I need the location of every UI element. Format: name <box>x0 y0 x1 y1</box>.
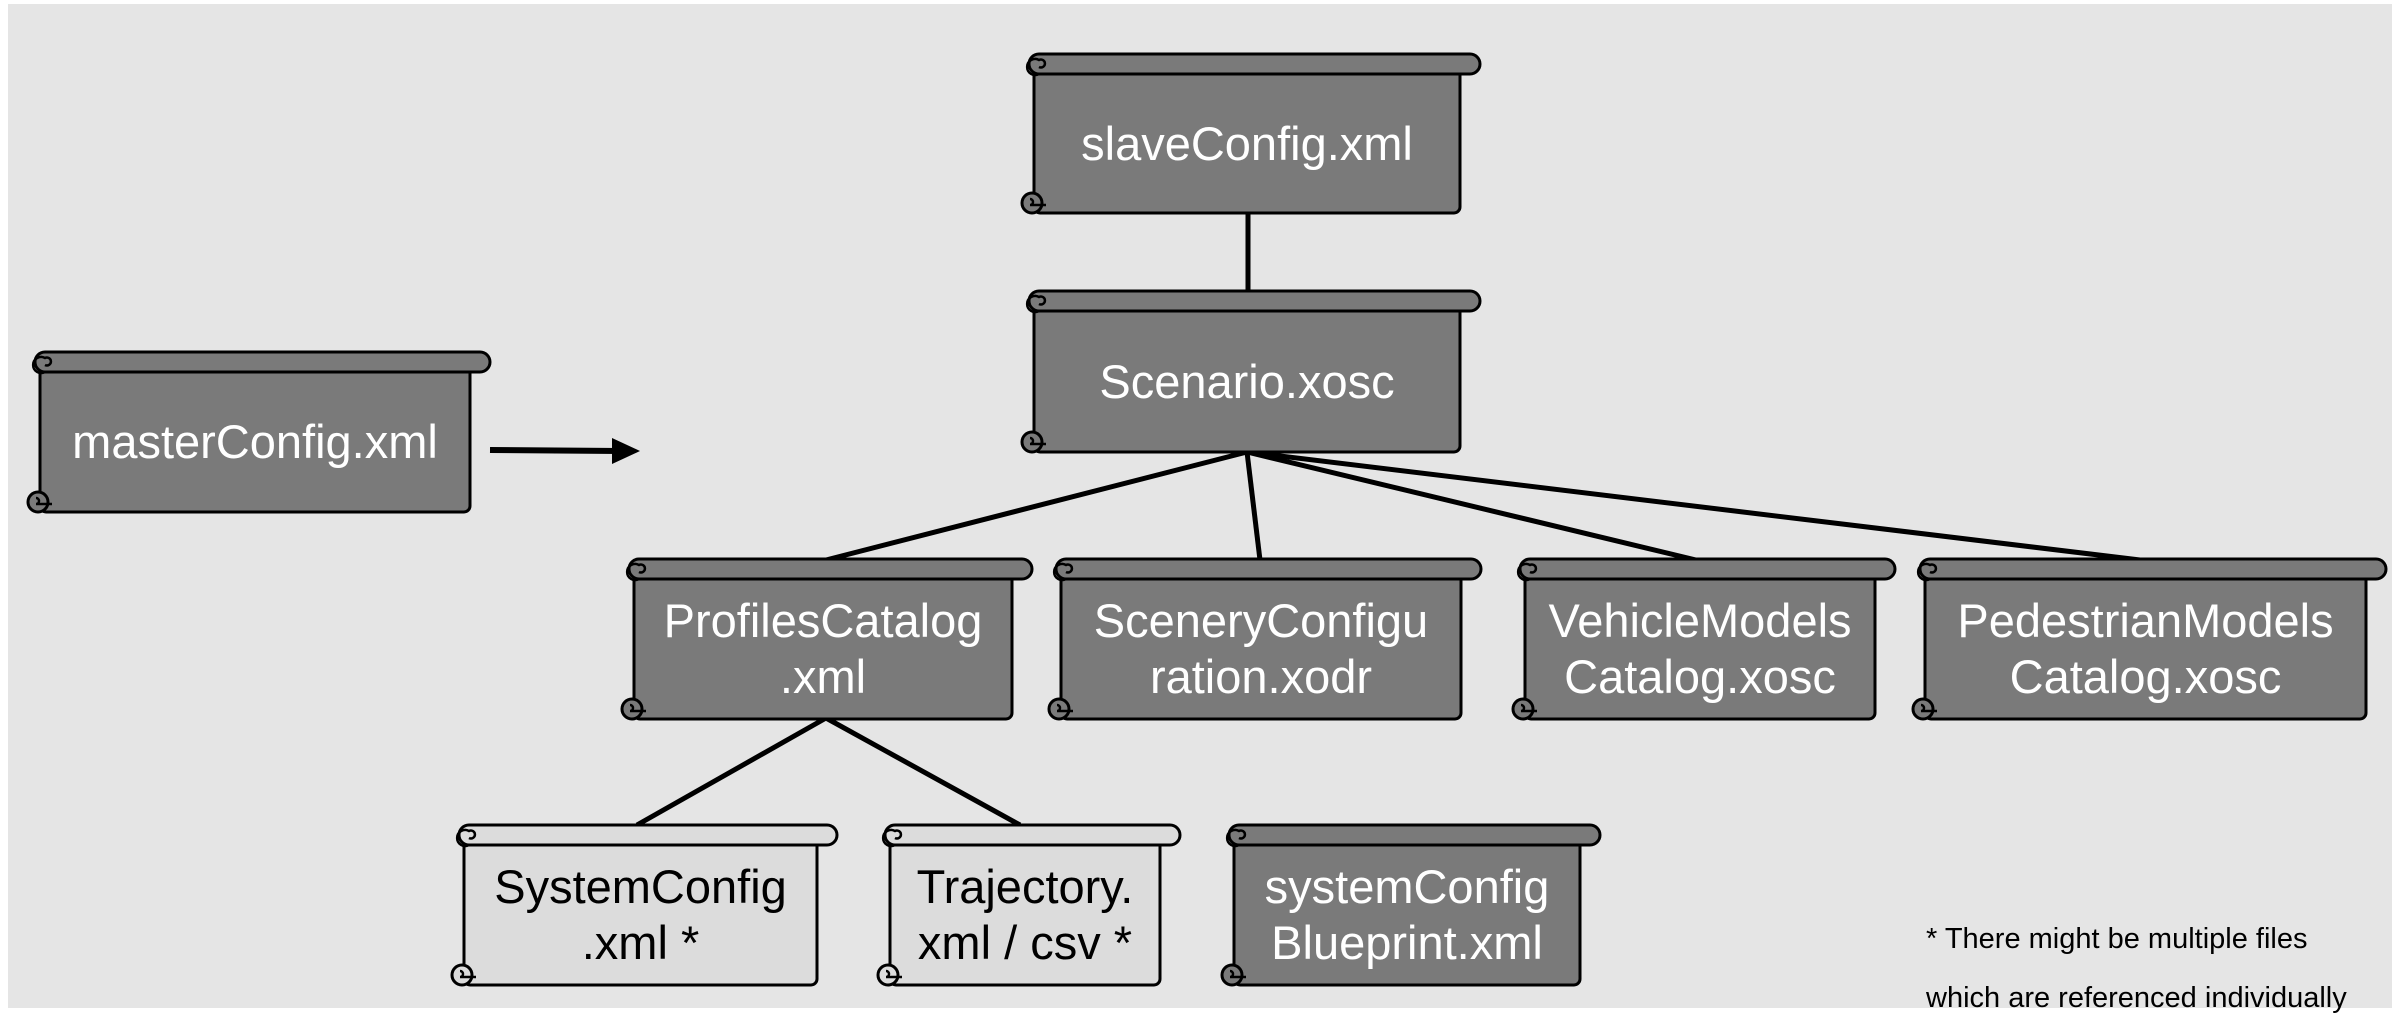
edge-scenario-profiles <box>825 449 1248 563</box>
system-config-blueprint-label: systemConfig Blueprint.xml <box>1264 860 1550 969</box>
edge-scenario-vehicle <box>1246 449 1697 563</box>
pedestrian-models-catalog-label: PedestrianModels Catalog.xosc <box>1957 594 2334 703</box>
master-config-scroll <box>26 350 492 514</box>
arrowhead-icon <box>612 438 640 464</box>
vehicle-models-catalog-label: VehicleModels Catalog.xosc <box>1548 594 1852 703</box>
system-config-scroll <box>450 823 839 987</box>
profiles-catalog-label: ProfilesCatalog .xml <box>663 594 983 703</box>
scrolls-layer <box>26 52 2388 987</box>
slave-config-label: slaveConfig.xml <box>1081 116 1413 170</box>
trajectory-scroll <box>876 823 1182 987</box>
edges-layer <box>489 213 2141 828</box>
pedestrian-models-catalog-scroll <box>1911 557 2388 721</box>
system-config-blueprint-scroll <box>1220 823 1602 987</box>
system-config-label: SystemConfig .xml * <box>494 860 787 969</box>
edge-profiles-system <box>635 715 828 828</box>
scenario-label: Scenario.xosc <box>1099 354 1395 408</box>
scenery-configuration-label: SceneryConfigu ration.xodr <box>1093 594 1429 703</box>
edge-profiles-trajectory <box>824 715 1022 828</box>
vehicle-models-catalog-scroll <box>1511 557 1897 721</box>
slave-config-scroll <box>1020 52 1482 215</box>
footnote: * There might be multiple files which ar… <box>1926 910 2366 1028</box>
footnote-line-1: * There might be multiple files <box>1926 923 2308 955</box>
edge-scenario-scenery <box>1244 451 1263 561</box>
trajectory-label: Trajectory. xml / csv * <box>916 860 1134 969</box>
master-config-arrow <box>489 447 621 454</box>
profiles-catalog-scroll <box>620 557 1034 721</box>
scenario-scroll <box>1020 289 1482 454</box>
edge-scenario-pedestrian <box>1246 449 2141 563</box>
master-config-label: masterConfig.xml <box>72 415 438 468</box>
footnote-line-2: which are referenced individually <box>1926 982 2347 1014</box>
scenery-configuration-scroll <box>1047 557 1483 721</box>
